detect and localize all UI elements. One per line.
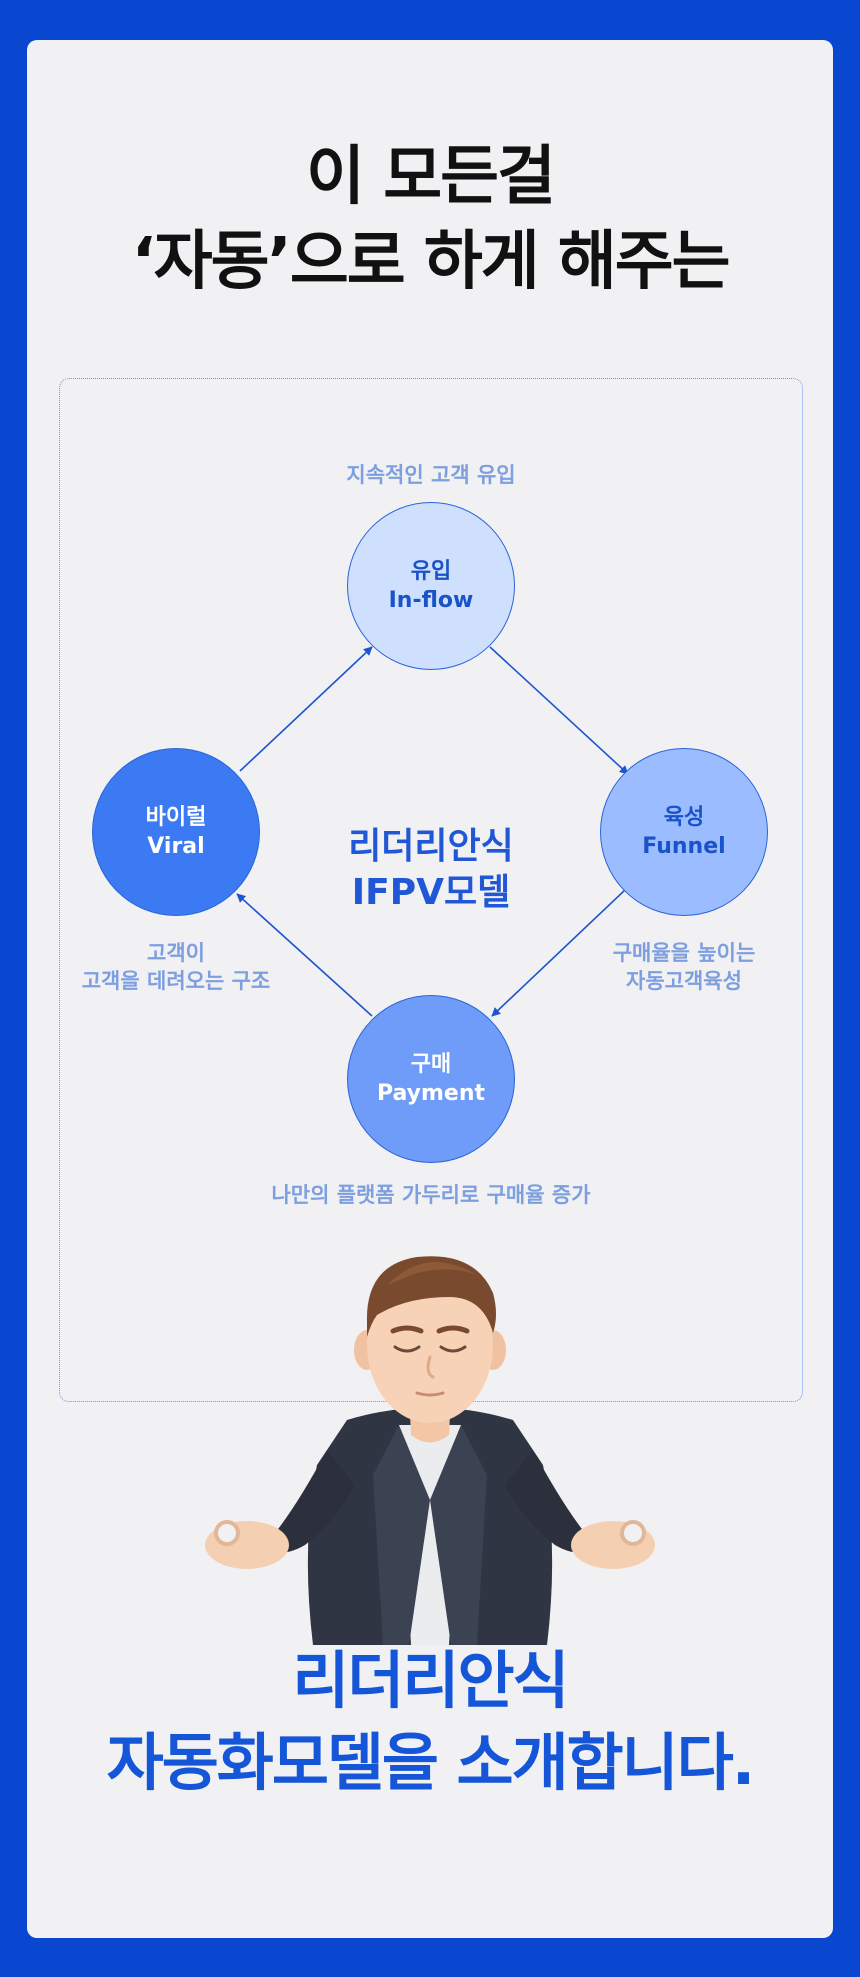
headline: 이 모든걸 ‘자동’으로 하게 해주는 [27, 135, 833, 305]
footer-line-2: 자동화모델을 소개합니다. [106, 1726, 756, 1799]
caption-viral-line-2: 고객을 데려오는 구조 [81, 969, 271, 993]
node-viral-ko: 바이럴 [145, 805, 207, 830]
node-payment: 구매 Payment [347, 995, 515, 1163]
center-model-line-1: 리더리안식 [348, 826, 514, 867]
node-viral-en: Viral [147, 834, 205, 859]
arrow-viral-to-inflow [239, 646, 373, 772]
footer-title: 리더리안식 자동화모델을 소개합니다. [27, 1640, 833, 1804]
cycle-arrows [236, 646, 629, 1017]
node-funnel-en: Funnel [642, 834, 726, 859]
headline-line-1: 이 모든걸 [306, 140, 556, 214]
arrow-inflow-to-funnel [489, 646, 629, 775]
caption-funnel: 구매율을 높이는 자동고객육성 [578, 939, 790, 995]
arrow-payment-to-viral [236, 893, 373, 1017]
node-inflow: 유입 In-flow [347, 502, 515, 670]
footer-line-1: 리더리안식 [292, 1644, 569, 1717]
node-funnel-ko: 육성 [663, 805, 705, 830]
center-model-label: 리더리안식 IFPV모델 [310, 824, 552, 916]
caption-inflow: 지속적인 고객 유입 [346, 463, 516, 487]
caption-viral: 고객이 고객을 데려오는 구조 [60, 939, 292, 995]
meditating-person-illustration [205, 1256, 655, 1645]
caption-payment: 나만의 플랫폼 가두리로 구매율 증가 [271, 1183, 591, 1207]
headline-line-2: ‘자동’으로 하게 해주는 [131, 225, 730, 299]
caption-funnel-line-1: 구매율을 높이는 [612, 941, 756, 965]
caption-viral-line-1: 고객이 [147, 941, 205, 965]
node-inflow-en: In-flow [388, 588, 474, 613]
caption-funnel-line-2: 자동고객육성 [626, 969, 742, 993]
node-viral: 바이럴 Viral [92, 748, 260, 916]
node-payment-en: Payment [376, 1081, 486, 1106]
ifpv-diagram: 지속적인 고객 유입 유입 In-flow 육성 Funnel 구매 Payme… [59, 378, 803, 1402]
content-card: 이 모든걸 ‘자동’으로 하게 해주는 지속적인 고객 유입 유입 In-flo… [27, 40, 833, 1938]
node-inflow-ko: 유입 [410, 559, 452, 584]
center-model-line-2: IFPV모델 [351, 872, 511, 913]
arrow-funnel-to-payment [491, 888, 627, 1017]
node-funnel: 육성 Funnel [600, 748, 768, 916]
node-payment-ko: 구매 [410, 1052, 452, 1077]
